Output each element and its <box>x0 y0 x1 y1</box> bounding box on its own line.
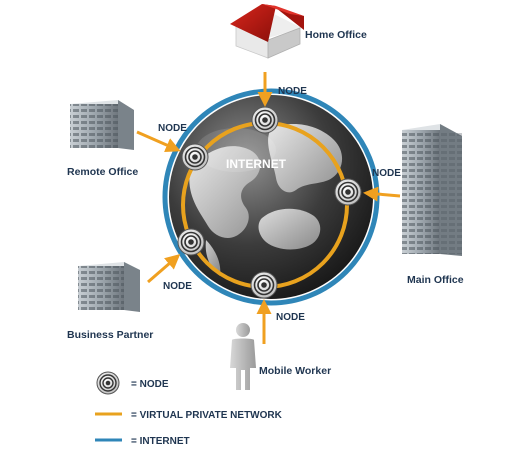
main-office-label: Main Office <box>407 274 464 286</box>
continent-shape <box>189 146 261 238</box>
remote-office-label: Remote Office <box>67 166 138 178</box>
legend: = NODE = VIRTUAL PRIVATE NETWORK = INTER… <box>95 371 283 447</box>
legend-internet-label: = INTERNET <box>131 436 190 447</box>
node-label-left-top: NODE <box>158 123 187 134</box>
node-label-left-bottom: NODE <box>163 281 192 292</box>
node-right <box>334 178 362 206</box>
node-label-bottom: NODE <box>276 312 305 323</box>
arrow-main-office <box>363 186 401 202</box>
main-office-icon <box>402 124 462 256</box>
business-partner-icon <box>78 262 140 312</box>
remote-office-icon <box>70 100 134 150</box>
mobile-worker-label: Mobile Worker <box>259 365 331 377</box>
legend-node-label: = NODE <box>131 379 169 390</box>
legend-node-icon <box>96 371 120 395</box>
continent-shape <box>258 208 321 250</box>
node-label-top: NODE <box>278 86 307 97</box>
arrow-business-partner <box>147 254 181 284</box>
internet-label: INTERNET <box>226 157 287 171</box>
business-partner-label: Business Partner <box>67 329 153 341</box>
continent-shape <box>205 240 221 276</box>
legend-vpn-label: = VIRTUAL PRIVATE NETWORK <box>131 410 283 421</box>
arrow-remote-office <box>136 130 181 153</box>
continent-shape <box>268 124 343 193</box>
node-label-right: NODE <box>372 168 401 179</box>
home-office-label: Home Office <box>305 29 367 41</box>
node-bottom <box>250 271 278 299</box>
mobile-worker-icon <box>230 323 256 390</box>
node-top <box>251 106 279 134</box>
home-office-icon <box>230 4 304 59</box>
node-left-bottom <box>177 228 205 256</box>
node-left-top <box>181 143 209 171</box>
